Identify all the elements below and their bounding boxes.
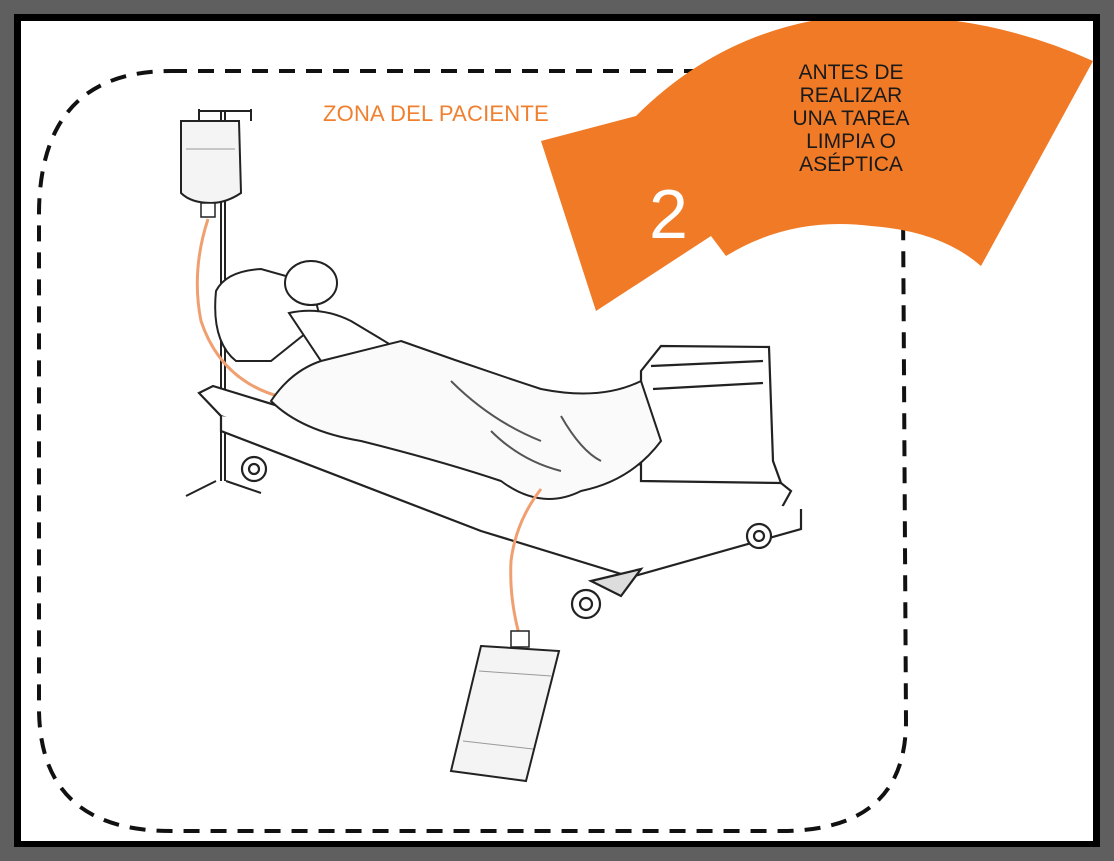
iv-bag-icon [181,121,241,217]
drainage-bag-icon [451,631,559,781]
moment-line: ANTES DE [756,61,946,84]
moment-line: LIMPIA O [756,130,946,153]
moment-line: REALIZAR [756,84,946,107]
moment-description: ANTES DE REALIZAR UNA TAREA LIMPIA O ASÉ… [756,61,946,176]
moment-number: 2 [649,179,688,249]
illustration-canvas: ZONA DEL PACIENTE 2 ANTES DE REALIZAR UN… [21,21,1093,841]
moment-line: ASÉPTICA [756,153,946,176]
patient-zone-label: ZONA DEL PACIENTE [323,101,549,127]
moment-line: UNA TAREA [756,107,946,130]
